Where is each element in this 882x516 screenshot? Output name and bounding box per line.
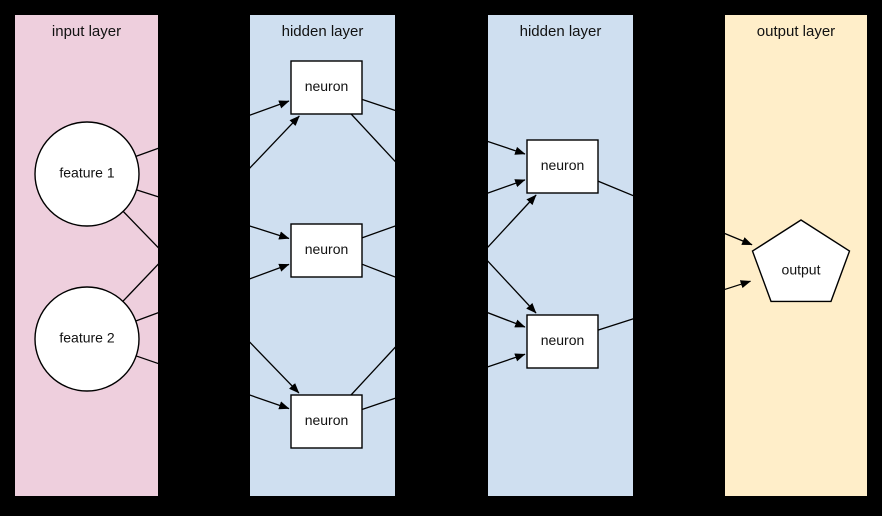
edge-h2-neuron-2-to-output-node [597,280,752,331]
layer-panels [15,15,867,496]
node-h1-neuron-1[interactable]: neuron [290,60,363,115]
node-label-output-node: output [782,262,821,278]
edge-h2-neuron-1-to-output-node [597,180,753,246]
edge-h1-neuron-1-to-h2-neuron-1 [361,98,526,155]
node-label-h1-neuron-2: neuron [305,241,349,257]
node-h2-neuron-2[interactable]: neuron [526,314,599,369]
edge-feature-1-to-h1-neuron-3 [122,210,300,394]
connection-edges [122,98,753,411]
node-feature-2[interactable]: feature 2 [34,286,140,392]
edge-feature-2-to-h1-neuron-3 [135,355,290,410]
rect-shape-h1-neuron-3[interactable] [290,394,363,449]
node-label-h1-neuron-3: neuron [305,412,349,428]
node-label-h2-neuron-1: neuron [541,157,585,173]
node-label-h1-neuron-1: neuron [305,78,349,94]
edge-h1-neuron-1-to-h2-neuron-2 [350,113,537,314]
edge-h1-neuron-2-to-h2-neuron-1 [361,179,526,239]
node-h2-neuron-1[interactable]: neuron [526,139,599,194]
node-label-h2-neuron-2: neuron [541,332,585,348]
edge-feature-2-to-h1-neuron-2 [135,263,290,322]
node-h1-neuron-2[interactable]: neuron [290,223,363,278]
layer-nodes: feature 1 feature 2 neuron neuron neuron neur… [34,60,851,449]
node-h1-neuron-3[interactable]: neuron [290,394,363,449]
circle-shape-feature-1[interactable] [34,121,140,227]
rect-shape-h1-neuron-1[interactable] [290,60,363,115]
edge-feature-1-to-h1-neuron-1 [135,100,290,157]
rect-shape-h2-neuron-1[interactable] [526,139,599,194]
panel-label-hidden-layer-1: hidden layer [282,23,364,40]
panel-label-output-layer: output layer [757,23,835,40]
rect-shape-h1-neuron-2[interactable] [290,223,363,278]
edge-feature-1-to-h1-neuron-2 [136,189,290,240]
node-output-node[interactable]: output [751,219,851,303]
layer-panel-labels: input layer hidden layer hidden layer outpu… [52,23,835,40]
node-feature-1[interactable]: feature 1 [34,121,140,227]
circle-shape-feature-2[interactable] [34,286,140,392]
edge-feature-2-to-h1-neuron-1 [122,115,300,302]
pentagon-shape-output-node[interactable] [751,219,851,303]
node-label-feature-2: feature 2 [59,330,114,346]
rect-shape-h2-neuron-2[interactable] [526,314,599,369]
panel-label-hidden-layer-2: hidden layer [520,23,602,40]
node-label-feature-1: feature 1 [59,165,114,181]
edge-h1-neuron-3-to-h2-neuron-1 [350,194,537,396]
panel-hidden-layer-2 [488,15,633,496]
edge-h1-neuron-3-to-h2-neuron-2 [361,353,526,411]
panel-input-layer [15,15,158,496]
panel-label-input-layer: input layer [52,23,121,40]
